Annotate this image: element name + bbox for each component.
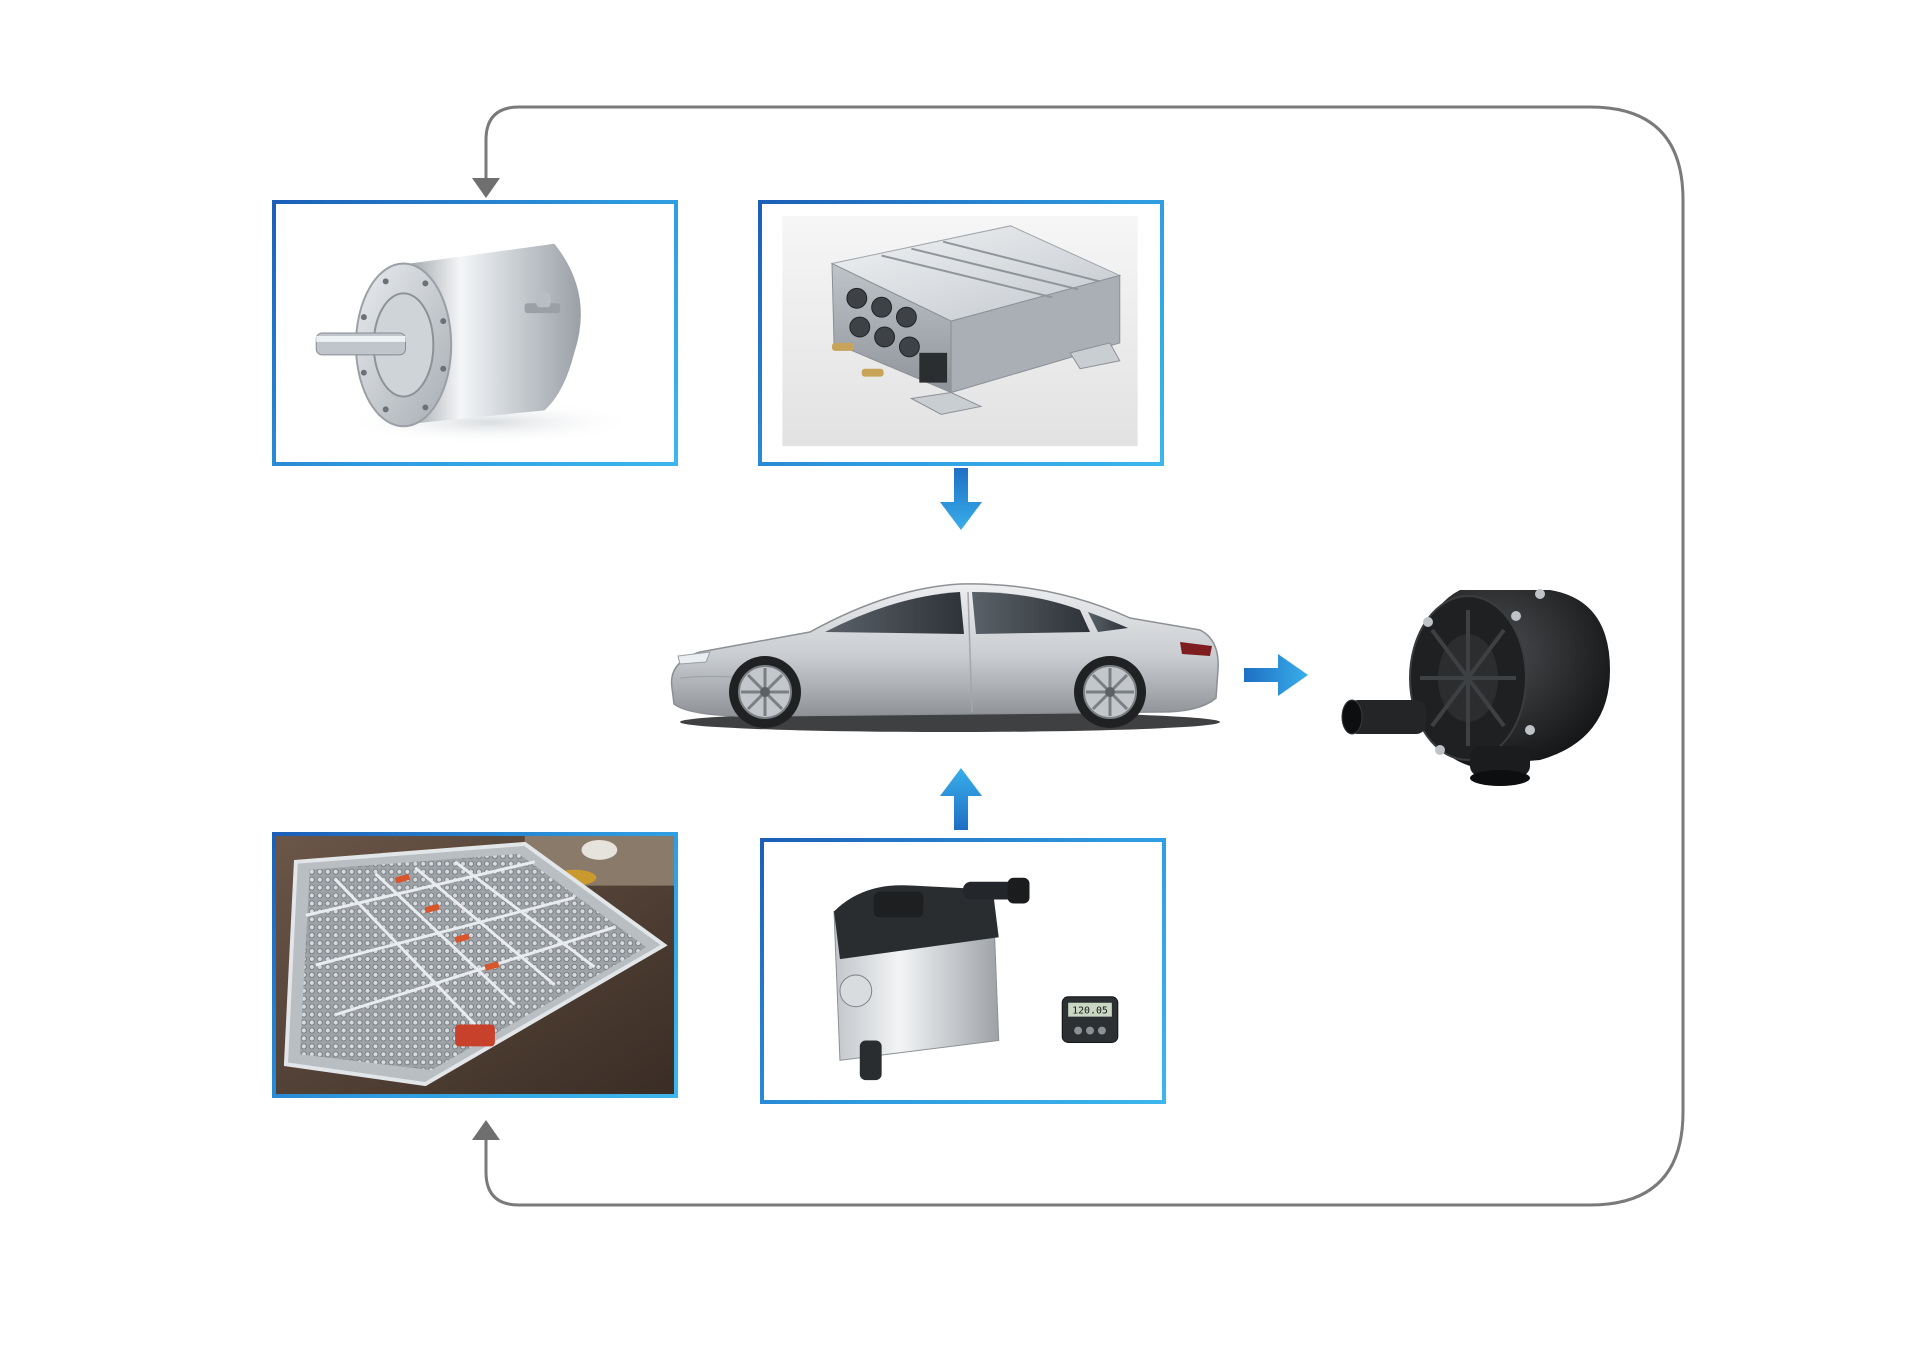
arrow-controller-to-vehicle bbox=[938, 468, 984, 532]
controller-node bbox=[758, 200, 1164, 466]
heater-node: 120.05 bbox=[760, 838, 1166, 1104]
parking-heater-image: 120.05 bbox=[833, 877, 1119, 1081]
battery-pack-image bbox=[276, 836, 674, 1094]
loop-arrowhead-to-battery bbox=[472, 1120, 500, 1140]
loop-path bbox=[484, 105, 1685, 1207]
arrow-vehicle-to-pump bbox=[1244, 652, 1310, 698]
pump-node bbox=[1340, 570, 1620, 790]
arrow-heater-to-vehicle bbox=[938, 766, 984, 830]
electric-car-image bbox=[670, 583, 1220, 732]
front-wheel bbox=[729, 656, 801, 728]
electric-water-pump-image bbox=[1341, 589, 1610, 786]
motor-node bbox=[272, 200, 678, 466]
timer-control: 120.05 bbox=[1061, 996, 1119, 1043]
electric-motor-image bbox=[315, 243, 639, 445]
timer-display-text: 120.05 bbox=[1072, 1006, 1108, 1017]
loop-arrowhead-to-motor bbox=[472, 178, 500, 198]
battery-node bbox=[272, 832, 678, 1098]
motor-controller-image bbox=[782, 215, 1138, 447]
rear-wheel bbox=[1074, 656, 1146, 728]
vehicle-node bbox=[660, 570, 1230, 740]
